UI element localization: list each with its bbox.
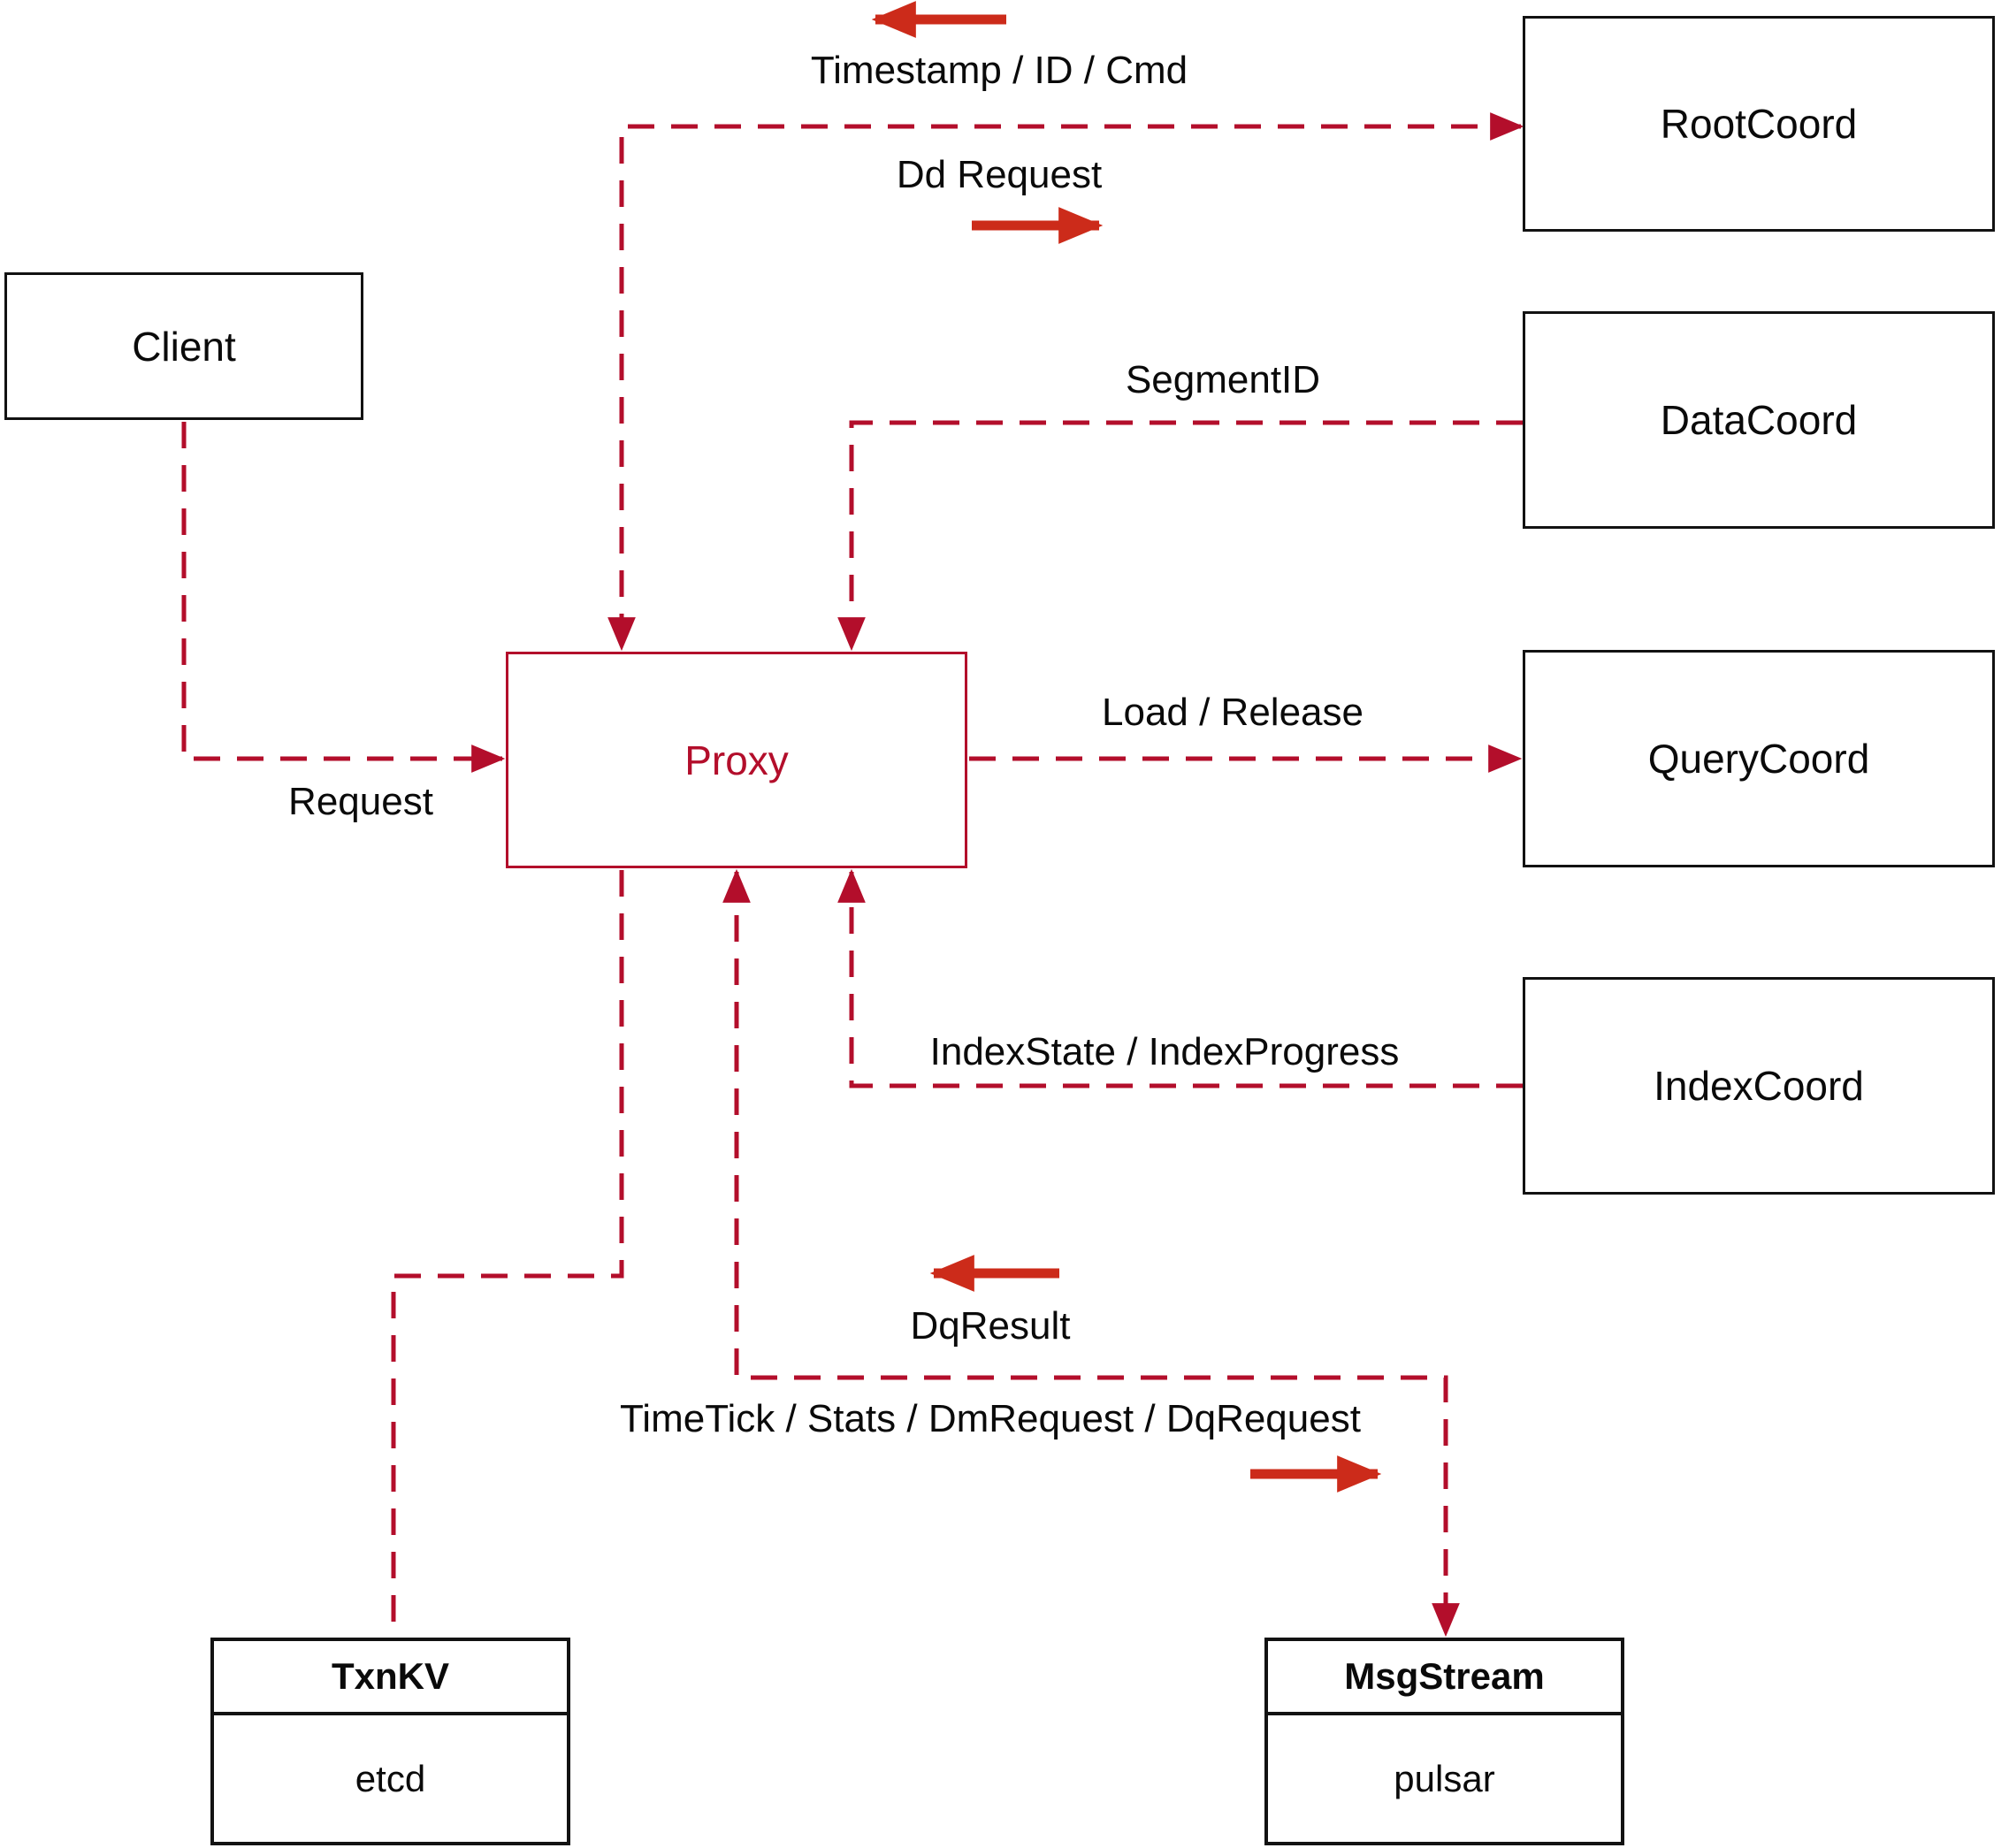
edge-label-index-state: IndexState / IndexProgress [929,1030,1400,1073]
edge-proxy-rootcoord [607,112,1524,652]
node-msgstream-subtitle: pulsar [1394,1757,1495,1799]
node-txnkv-subtitle: etcd [355,1757,426,1799]
edge-datacoord-proxy [837,420,1523,652]
node-txnkv-title: TxnKV [214,1641,567,1715]
node-indexcoord: IndexCoord [1523,977,1995,1195]
edge-label-segment-id: SegmentID [1125,358,1321,401]
edge-label-time-tick: TimeTick / Stats / DmRequest / DqRequest [620,1397,1361,1440]
node-client-label: Client [132,323,236,370]
node-datacoord-label: DataCoord [1660,397,1858,443]
node-proxy-label: Proxy [684,737,789,783]
node-msgstream-title: MsgStream [1268,1641,1621,1715]
node-proxy: Proxy [506,652,967,868]
node-querycoord: QueryCoord [1523,650,1995,867]
edge-label-request: Request [288,780,433,823]
edge-client-proxy [181,422,506,773]
edge-label-load-release: Load / Release [1102,691,1364,734]
node-msgstream: MsgStream pulsar [1264,1638,1624,1845]
node-client: Client [4,272,363,420]
node-datacoord: DataCoord [1523,311,1995,529]
node-txnkv: TxnKV etcd [210,1638,570,1845]
node-querycoord-label: QueryCoord [1647,736,1870,782]
node-indexcoord-label: IndexCoord [1654,1063,1864,1109]
edge-proxy-msgstream [722,868,1460,1638]
edge-proxy-txnkv [391,870,624,1636]
node-rootcoord: RootCoord [1523,16,1995,232]
edge-label-dd-request: Dd Request [896,153,1103,196]
edge-label-dq-result: DqResult [910,1304,1071,1348]
node-rootcoord-label: RootCoord [1660,101,1858,147]
edge-label-timestamp: Timestamp / ID / Cmd [810,49,1188,92]
